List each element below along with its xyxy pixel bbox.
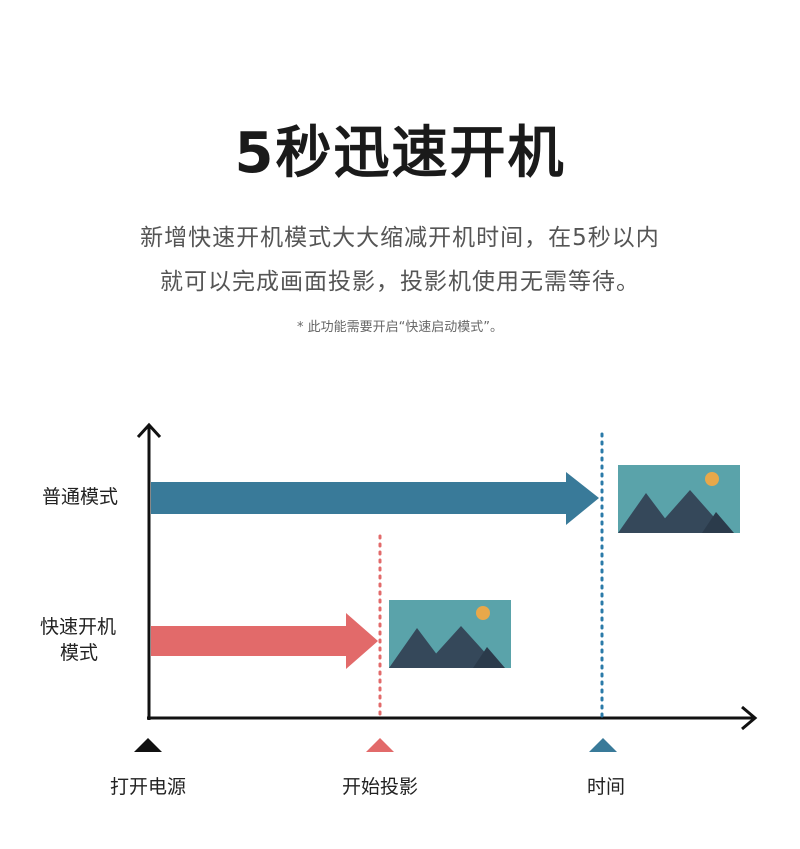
footnote: * 此功能需要开启“快速启动模式”。 (296, 320, 504, 335)
row-label-fast-mode: 快速开机 模式 (40, 614, 140, 666)
time-marker (589, 738, 617, 752)
row-label-fast-mode-line2: 模式 (60, 642, 99, 664)
description-line-1: 新增快速开机模式大大缩减开机时间，在5秒以内 (140, 225, 660, 251)
description-line-2: 就可以完成画面投影，投影机使用无需等待。 (160, 269, 640, 295)
projected-image-icon-fast (389, 600, 511, 668)
page-title: 5秒迅速开机 (234, 121, 566, 186)
x-label-start-projection: 开始投影 (341, 776, 418, 798)
x-label-time: 时间 (586, 776, 625, 798)
row-label-normal-mode: 普通模式 (42, 486, 119, 508)
x-axis-arrowhead (741, 705, 758, 731)
row-label-fast-mode-line1: 快速开机 (40, 616, 117, 638)
fast-mode-arrow (151, 613, 378, 669)
power-on-marker (134, 738, 162, 752)
projection-start-marker (366, 738, 394, 752)
y-axis-arrowhead (136, 422, 162, 439)
normal-mode-arrow (151, 472, 599, 525)
projected-image-icon-normal (618, 465, 740, 533)
x-label-power-on: 打开电源 (109, 776, 186, 798)
